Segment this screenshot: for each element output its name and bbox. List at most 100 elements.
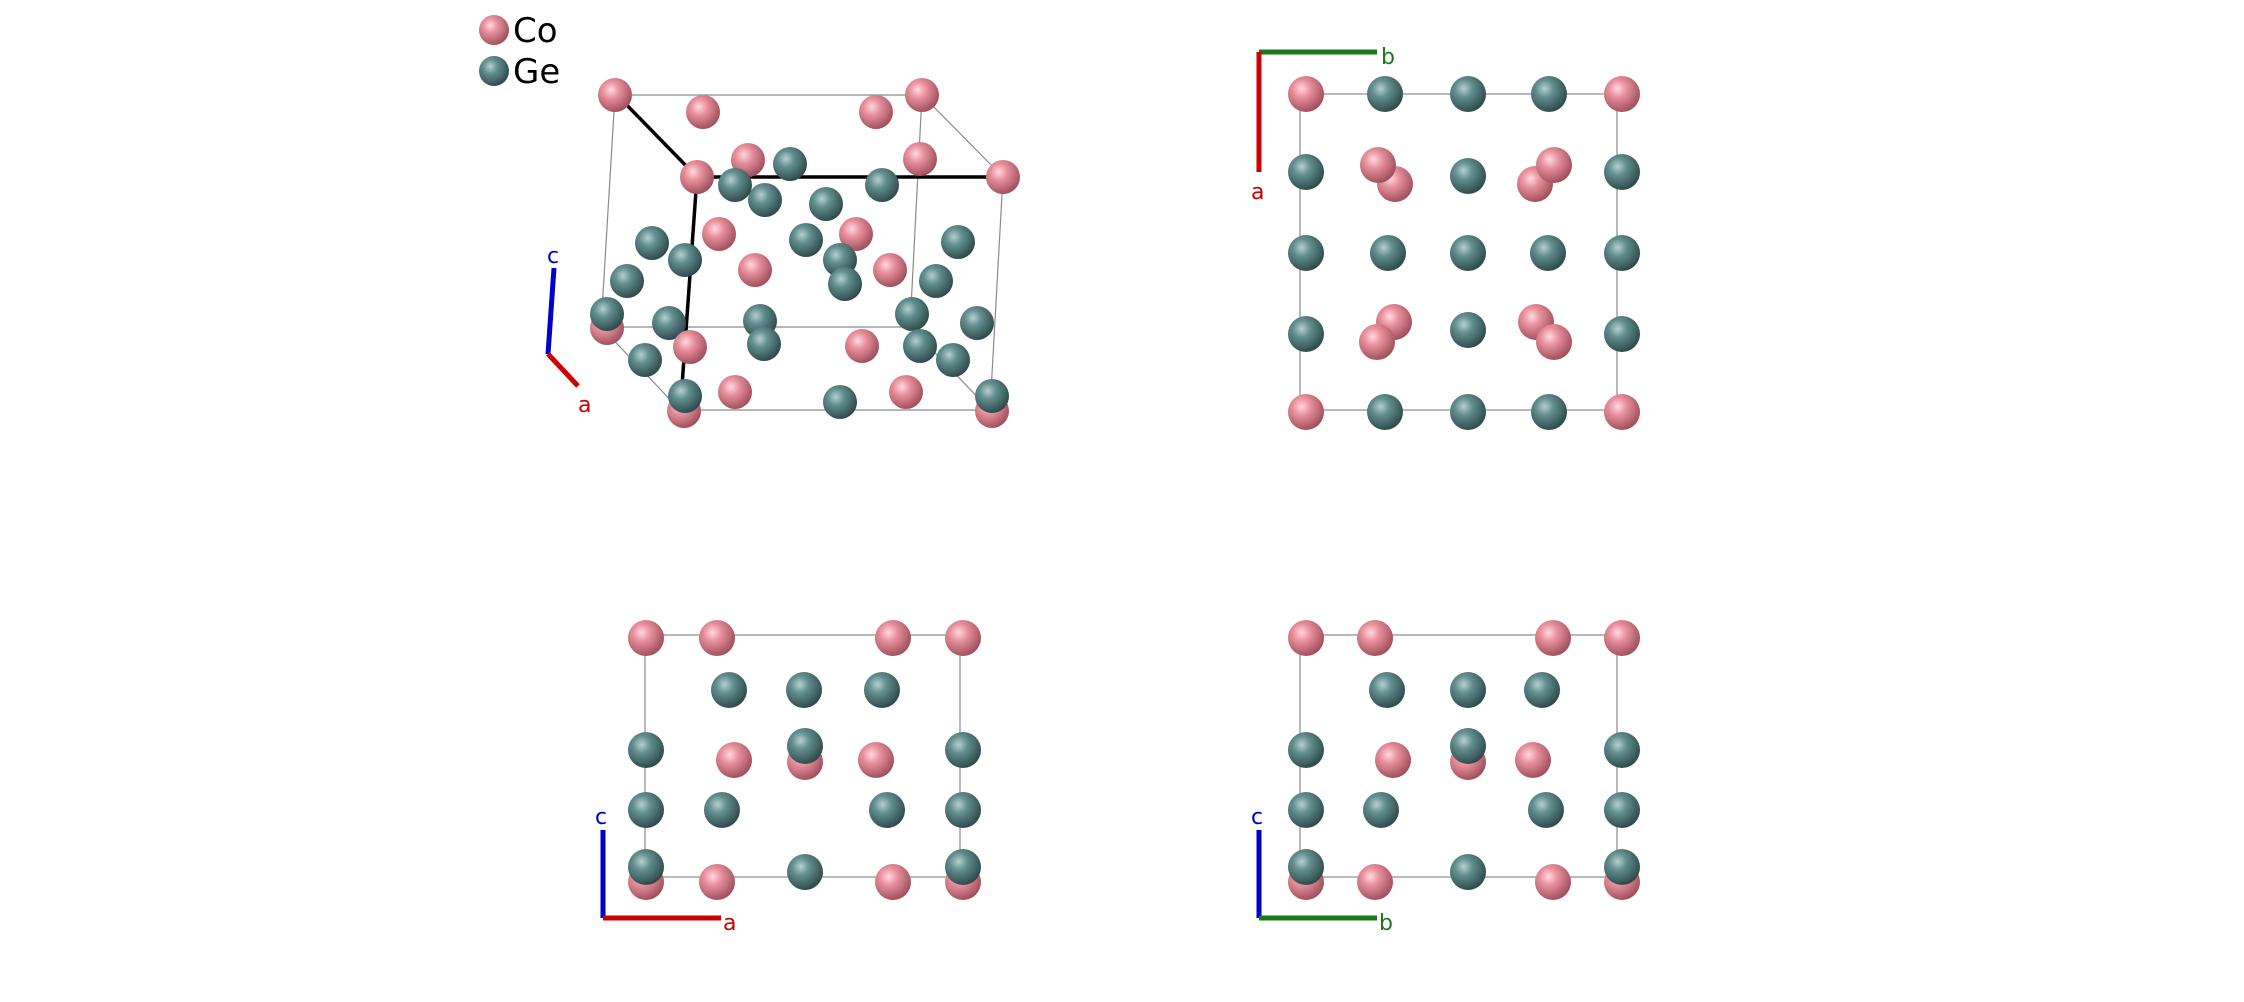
ge-atom xyxy=(628,849,664,885)
axis-triad: c b xyxy=(1251,805,1393,936)
legend-co-label: Co xyxy=(513,11,558,51)
ge-atom xyxy=(1450,76,1486,112)
co-atom xyxy=(1604,76,1640,112)
co-atom xyxy=(628,620,664,656)
ge-atom xyxy=(945,849,981,885)
co-atom xyxy=(1288,394,1324,430)
ge-atom xyxy=(1288,792,1324,828)
ge-atom xyxy=(809,187,843,221)
ge-atom xyxy=(668,243,702,277)
ge-atom xyxy=(1450,158,1486,194)
co-atom xyxy=(1604,394,1640,430)
ge-atom xyxy=(1288,849,1324,885)
ge-atom xyxy=(936,343,970,377)
axis-a-label: a xyxy=(723,911,736,936)
co-atom xyxy=(1359,324,1395,360)
co-atom xyxy=(1288,620,1324,656)
axis-c-label: c xyxy=(1251,805,1263,830)
ge-atom xyxy=(869,792,905,828)
co-atom xyxy=(858,742,894,778)
ge-atom xyxy=(668,379,702,413)
co-atom xyxy=(1515,742,1551,778)
co-atom xyxy=(598,78,632,112)
co-atom xyxy=(699,864,735,900)
ge-atom xyxy=(787,728,823,764)
panel-perspective: c a xyxy=(545,78,1020,428)
co-atom xyxy=(945,620,981,656)
co-atom xyxy=(1360,147,1396,183)
ge-atom xyxy=(1288,235,1324,271)
ge-atom xyxy=(1531,394,1567,430)
ge-atom xyxy=(1450,854,1486,890)
ge-atom xyxy=(1531,76,1567,112)
legend: Co Ge xyxy=(479,11,560,92)
co-atom xyxy=(1536,324,1572,360)
ge-atom xyxy=(590,297,624,331)
ge-atom xyxy=(786,672,822,708)
axis-b-label: b xyxy=(1381,45,1395,70)
ge-atom xyxy=(895,297,929,331)
co-atom xyxy=(986,160,1020,194)
ge-atom xyxy=(1450,394,1486,430)
legend-ge-swatch xyxy=(479,56,509,86)
co-atom xyxy=(903,142,937,176)
co-atom xyxy=(680,160,714,194)
axis-c-label: c xyxy=(595,805,607,830)
ge-atom xyxy=(1370,235,1406,271)
ge-atom xyxy=(1604,316,1640,352)
ge-atom xyxy=(1450,728,1486,764)
ge-atom xyxy=(718,168,752,202)
axis-c-line xyxy=(545,267,557,355)
ge-atom xyxy=(823,385,857,419)
axis-a-label: a xyxy=(1251,180,1264,205)
atoms xyxy=(1288,76,1640,430)
axis-b-label: b xyxy=(1379,911,1393,936)
ge-atom xyxy=(1369,672,1405,708)
ge-atom xyxy=(864,672,900,708)
ge-atom xyxy=(747,327,781,361)
atoms xyxy=(590,78,1020,428)
co-atom xyxy=(686,95,720,129)
ge-atom xyxy=(787,854,823,890)
ge-atom xyxy=(610,264,644,298)
ge-atom xyxy=(1288,154,1324,190)
ge-atom xyxy=(945,792,981,828)
co-atom xyxy=(873,253,907,287)
co-atom xyxy=(905,78,939,112)
axis-a-label: a xyxy=(578,393,591,418)
ge-atom xyxy=(1604,732,1640,768)
ge-atom xyxy=(628,792,664,828)
atoms xyxy=(628,620,981,900)
ge-atom xyxy=(1524,672,1560,708)
panel-view-a: c b xyxy=(1251,620,1640,936)
ge-atom xyxy=(1450,235,1486,271)
ge-atom xyxy=(1288,732,1324,768)
ge-atom xyxy=(1530,235,1566,271)
ge-atom xyxy=(919,264,953,298)
axis-c-label: c xyxy=(547,244,559,269)
axis-triad: c a xyxy=(595,805,736,936)
axis-triad: c a xyxy=(545,244,591,418)
co-atom xyxy=(859,95,893,129)
co-atom xyxy=(1357,864,1393,900)
co-atom xyxy=(875,620,911,656)
ge-atom xyxy=(1363,792,1399,828)
co-atom xyxy=(673,330,707,364)
co-atom xyxy=(839,217,873,251)
co-atom xyxy=(738,253,772,287)
co-atom xyxy=(1536,147,1572,183)
ge-atom xyxy=(960,306,994,340)
co-atom xyxy=(875,864,911,900)
ge-atom xyxy=(635,226,669,260)
co-atom xyxy=(718,375,752,409)
axis-a-line xyxy=(546,352,580,388)
ge-atom xyxy=(1604,154,1640,190)
ge-atom xyxy=(789,223,823,257)
ge-atom xyxy=(1604,792,1640,828)
ge-atom xyxy=(1367,394,1403,430)
ge-atom xyxy=(652,306,686,340)
co-atom xyxy=(845,329,879,363)
co-atom xyxy=(699,620,735,656)
ge-atom xyxy=(711,672,747,708)
co-atom xyxy=(1375,742,1411,778)
